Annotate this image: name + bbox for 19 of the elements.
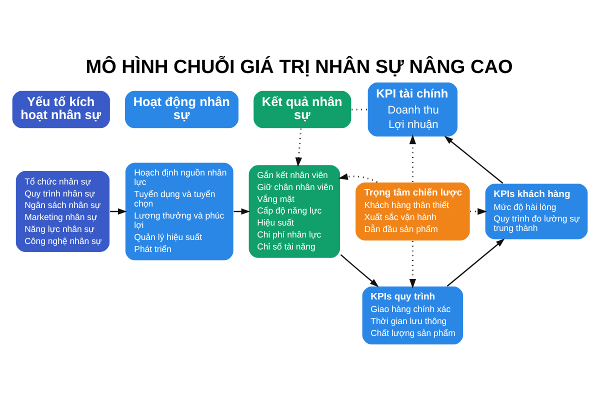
node-box: Kết quả nhân sự [252, 90, 352, 129]
arrow [409, 241, 416, 288]
arrow [338, 173, 378, 183]
arrow [446, 238, 505, 287]
arrow [295, 128, 302, 168]
arrow [340, 254, 379, 288]
arrow [444, 136, 504, 184]
node-box: Tổ chức nhân sự Quy trình nhân sự Ngân sách nhân sự Marketing nhân sự Năng lực nhân sự Công nghệ nhân sự [15, 170, 110, 253]
arrow [409, 134, 416, 182]
diagram-title: MÔ HÌNH CHUỖI GIÁ TRỊ NHÂN SỰ NÂNG CAO [86, 56, 513, 78]
node-box: Yếu tố kích hoạt nhân sự [12, 90, 111, 129]
arrow [470, 208, 488, 215]
node-box: Trọng tâm chiến lược Khách hàng thân thiết Xuất sắc vận hành Dẫn đầu sản phẩm [354, 182, 471, 242]
node-box: KPIs khách hàng Mức độ hài lòng Quy trình đo lường sự trung thành [484, 182, 588, 240]
node-box: Hoạt động nhân sự [124, 90, 240, 129]
node-box: Gắn kết nhân viên Giữ chân nhân viên Vắng mặt Cấp độ năng lực Hiệu suất Chi phí nhân lực Chỉ số tài năng [248, 164, 341, 259]
node-box: Hoạch định nguồn nhân lực Tuyển dụng và tuyển chọn Lương thưởng và phúc lợi Quản lý hiệu suất Phát triển [124, 162, 234, 262]
node-box: KPIs quy trình Giao hàng chính xác Thời gian lưu thông Chất lượng sản phẩm [362, 286, 464, 346]
node-box: KPI tài chính Doanh thu Lợi nhuận [367, 82, 458, 138]
